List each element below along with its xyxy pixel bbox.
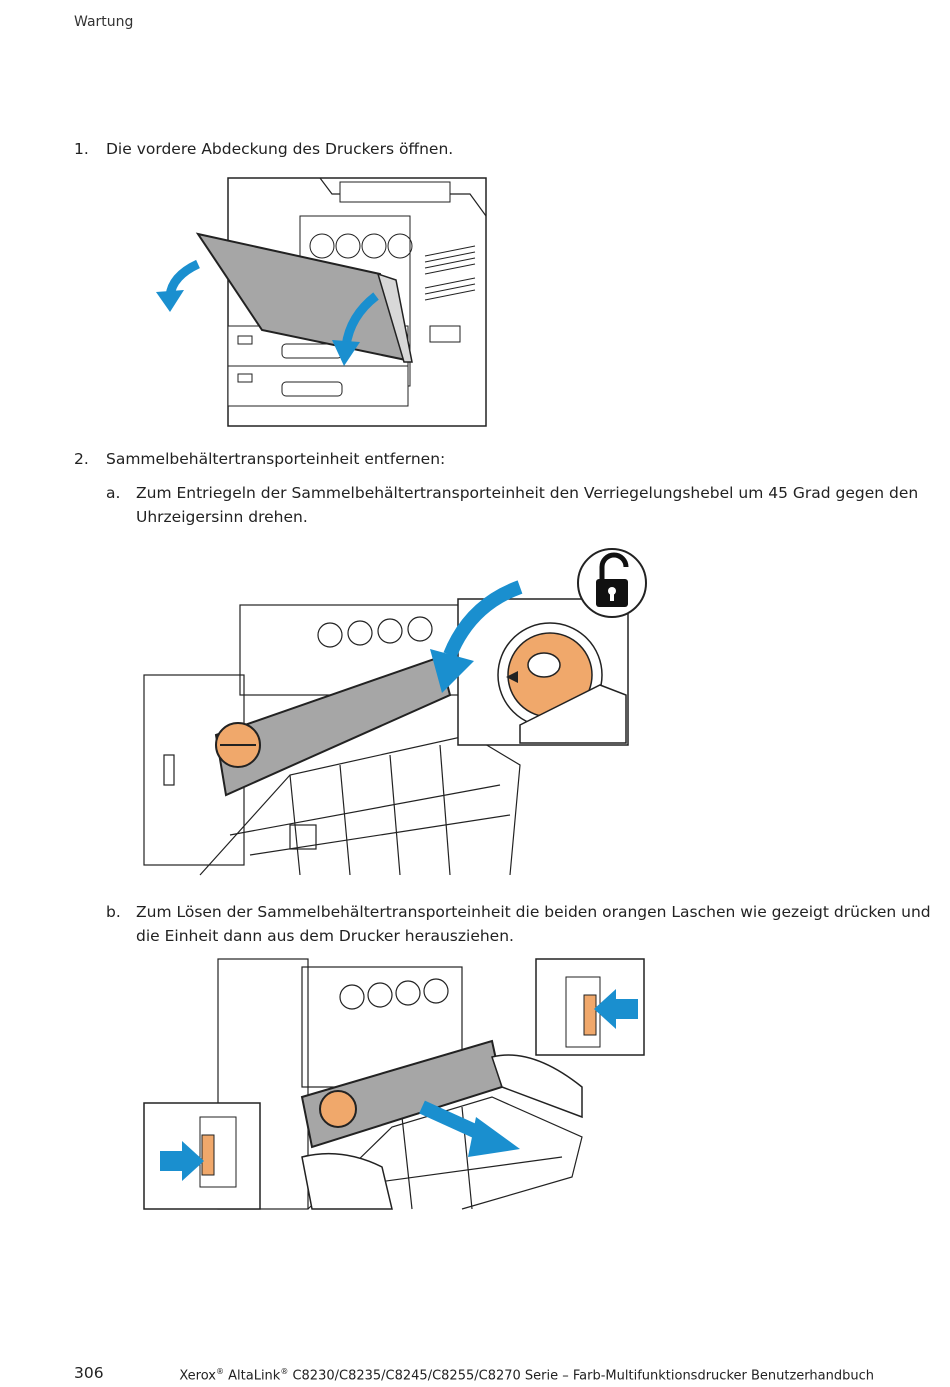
footer-brand: Xerox	[179, 1368, 216, 1384]
footer-reg-mark-2: ®	[280, 1367, 289, 1376]
substep-b-line-2: die Einheit dann aus dem Drucker herausz…	[136, 927, 514, 945]
substep-a-letter: a.	[106, 484, 121, 502]
substep-b-letter: b.	[106, 903, 121, 921]
footer-reg-mark: ®	[216, 1367, 224, 1376]
figure-remove-transport-unit	[142, 957, 648, 1213]
step-1-text: Die vordere Abdeckung des Druckers öffne…	[106, 140, 454, 158]
page-number: 306	[74, 1364, 104, 1382]
step-1-number: 1.	[74, 140, 89, 158]
substep-b-line-1: Zum Lösen der Sammelbehältertransportein…	[136, 903, 931, 921]
step-2-number: 2.	[74, 450, 89, 468]
figure-open-front-cover	[150, 176, 490, 428]
footer-title: Xerox® AltaLink® C8230/C8235/C8245/C8255…	[179, 1367, 874, 1383]
footer-product: AltaLink	[224, 1368, 281, 1384]
running-header: Wartung	[74, 14, 134, 30]
footer-models: C8230/C8235/C8245/C8255/C8270 Serie – Fa…	[288, 1368, 874, 1384]
step-2-text: Sammelbehältertransporteinheit entfernen…	[106, 450, 446, 468]
substep-a-line-1: Zum Entriegeln der Sammelbehältertranspo…	[136, 484, 919, 502]
substep-a-line-2: Uhrzeigersinn drehen.	[136, 508, 308, 526]
figure-unlock-lever	[140, 545, 660, 880]
